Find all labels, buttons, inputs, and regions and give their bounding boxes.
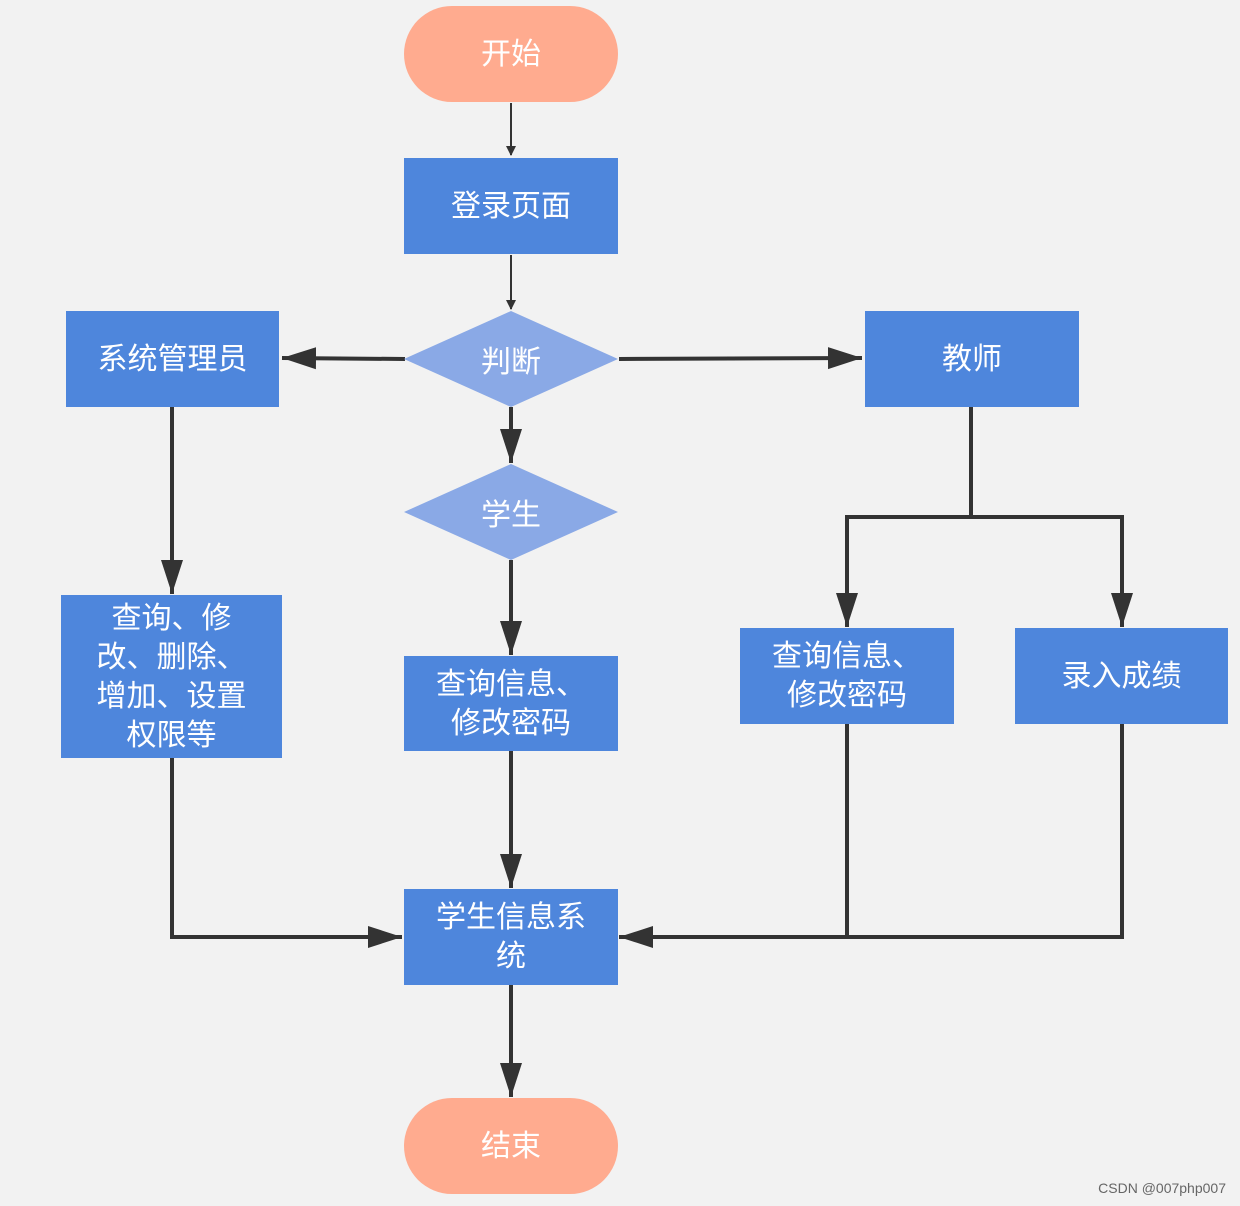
admin-actions-text: 查询、修 改、删除、 增加、设置 权限等 [97, 599, 247, 755]
arrow-judge-to-admin [281, 347, 406, 370]
teacher-query-line-2: 修改密码 [787, 678, 907, 713]
start-terminal: 开始 [404, 6, 618, 102]
student-actions-box: 查询信息、 修改密码 [404, 656, 618, 751]
admin-box: 系统管理员 [66, 311, 279, 407]
admin-actions-line-2: 改、删除、 [96, 639, 247, 675]
login-page-label: 登录页面 [451, 188, 571, 224]
admin-actions-line-1: 查询、修 [111, 600, 232, 636]
teacher-query-box: 查询信息、 修改密码 [740, 628, 954, 724]
arrow-admin-actions-to-system [170, 758, 402, 948]
system-line-1: 学生信息系 [436, 900, 586, 935]
admin-label: 系统管理员 [97, 341, 248, 377]
system-line-2: 统 [496, 939, 526, 974]
student-actions-text: 查询信息、 修改密码 [436, 665, 586, 743]
teacher-label: 教师 [942, 341, 1002, 377]
teacher-grades-box: 录入成绩 [1015, 628, 1228, 724]
student-actions-line-2: 修改密码 [451, 705, 571, 741]
judge-label: 判断 [481, 345, 541, 380]
teacher-query-text: 查询信息、 修改密码 [772, 637, 922, 715]
judge-decision: 判断 [404, 311, 618, 407]
admin-actions-line-4: 权限等 [126, 717, 217, 753]
arrow-teacher-query-to-system [619, 724, 849, 948]
line-grades-to-merge [847, 724, 1124, 939]
teacher-query-line-1: 查询信息、 [772, 639, 922, 674]
end-terminal: 结束 [404, 1098, 618, 1194]
admin-actions-line-3: 增加、设置 [96, 678, 247, 714]
watermark: CSDN @007php007 [1098, 1180, 1226, 1196]
start-label: 开始 [481, 36, 541, 72]
system-text: 学生信息系 统 [436, 898, 586, 976]
student-label: 学生 [481, 498, 541, 533]
arrow-judge-to-teacher [618, 347, 863, 370]
system-box: 学生信息系 统 [404, 889, 618, 985]
arrow-teacher-to-grades [971, 515, 1133, 627]
admin-actions-box: 查询、修 改、删除、 增加、设置 权限等 [61, 595, 282, 758]
teacher-grades-label: 录入成绩 [1061, 658, 1182, 694]
student-decision: 学生 [404, 464, 618, 560]
login-page-box: 登录页面 [404, 158, 618, 254]
end-label: 结束 [481, 1128, 541, 1164]
teacher-box: 教师 [865, 311, 1079, 407]
student-actions-line-1: 查询信息、 [436, 666, 586, 702]
arrow-teacher-to-query [836, 515, 971, 627]
